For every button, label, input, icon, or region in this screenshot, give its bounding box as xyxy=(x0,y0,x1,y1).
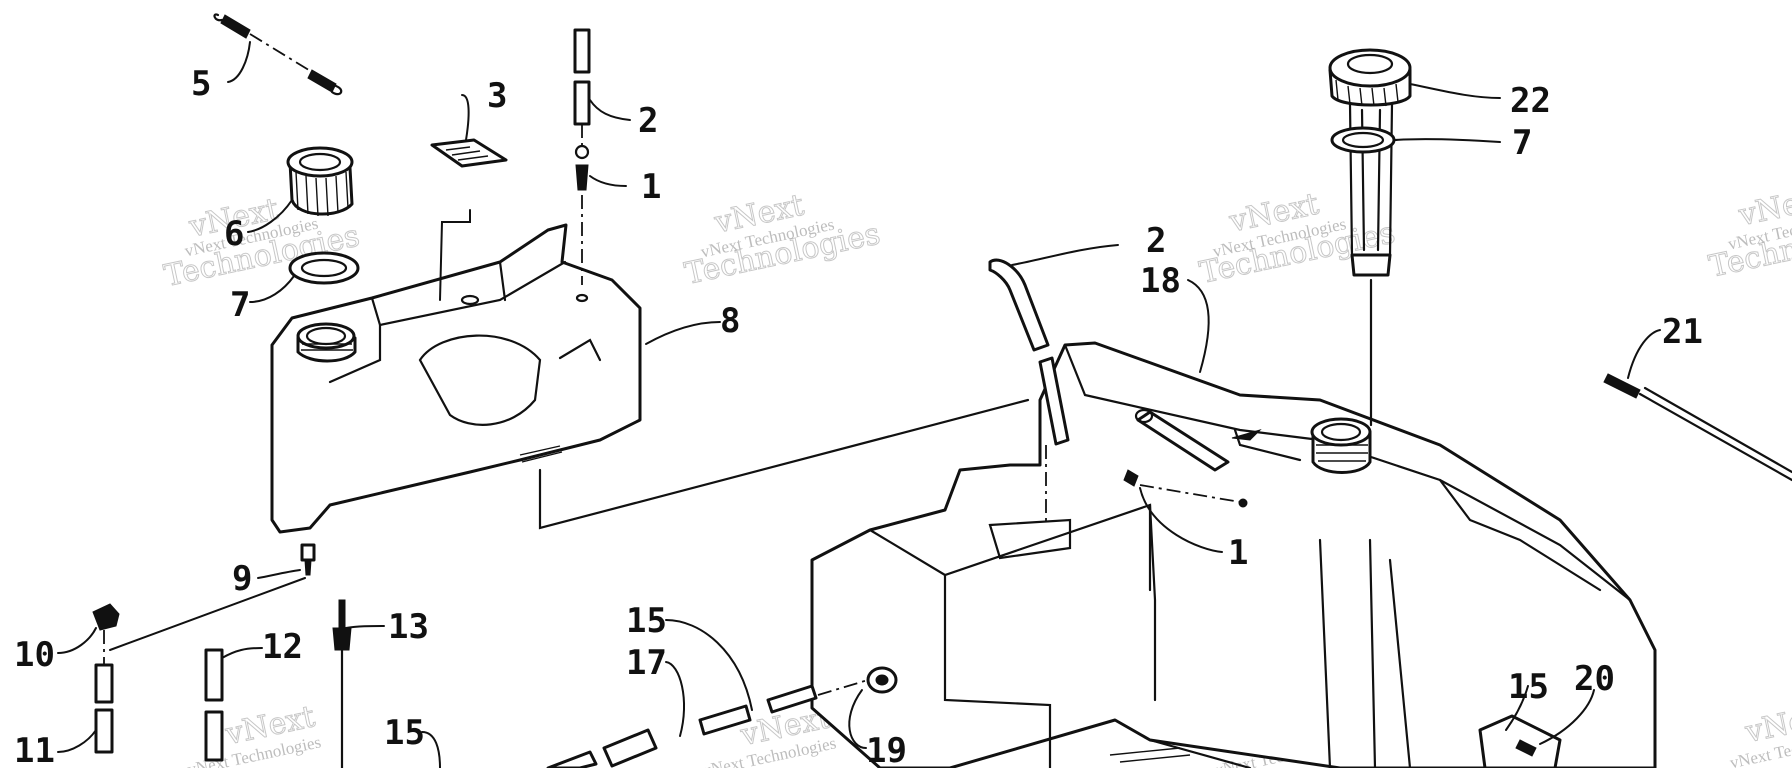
callout-15-right: 15 xyxy=(1508,667,1549,707)
hose-15-20-right xyxy=(1478,714,1562,768)
fuel-tank xyxy=(810,341,1657,768)
callout-22: 22 xyxy=(1510,81,1551,121)
callout-7-right: 7 xyxy=(1512,123,1532,163)
callout-11: 11 xyxy=(14,731,55,768)
line-9-to-10 xyxy=(109,577,306,651)
callout-12: 12 xyxy=(262,627,303,667)
clamp-13 xyxy=(332,599,352,768)
callout-1-right: 1 xyxy=(1228,533,1248,573)
oil-cap-6 xyxy=(286,146,354,217)
rod-5 xyxy=(213,13,343,96)
callout-21: 21 xyxy=(1662,312,1703,352)
callout-8: 8 xyxy=(720,301,740,341)
gasket-7-right xyxy=(1330,126,1396,154)
callout-10: 10 xyxy=(14,635,55,675)
callout-19: 19 xyxy=(866,731,907,768)
connector-line xyxy=(538,398,1030,530)
fitting-1-right xyxy=(1123,469,1248,508)
watermark-5: vNext vNext Technologies xyxy=(186,699,323,768)
rod-21 xyxy=(1603,373,1792,482)
fitting-10 xyxy=(92,603,120,665)
decal-3 xyxy=(430,138,508,168)
leader-lines xyxy=(57,41,1661,768)
hose-2-left xyxy=(573,28,591,285)
callout-17: 17 xyxy=(626,643,667,683)
callout-15-left: 15 xyxy=(384,713,425,753)
callout-3: 3 xyxy=(487,76,507,116)
watermark-4: vNext Technologies vNext Technologies xyxy=(1705,180,1792,285)
gasket-7-left xyxy=(288,251,360,285)
callout-13: 13 xyxy=(388,607,429,647)
watermark-8: vNext vNext Technologies xyxy=(1728,697,1792,768)
callout-2-left: 2 xyxy=(638,101,658,141)
callouts: 5 3 2 1 6 7 8 2 18 22 7 21 1 9 10 12 13 … xyxy=(14,64,1703,768)
callout-2-right: 2 xyxy=(1146,221,1166,261)
callout-6: 6 xyxy=(224,214,244,254)
callout-18: 18 xyxy=(1140,261,1181,301)
callout-9: 9 xyxy=(232,559,252,599)
callout-5: 5 xyxy=(191,64,211,104)
callout-20: 20 xyxy=(1574,659,1615,699)
callout-7-left: 7 xyxy=(230,285,250,325)
fuel-line-parts xyxy=(546,679,869,768)
fuel-gauge-22 xyxy=(1328,48,1412,427)
oil-tank xyxy=(270,223,642,576)
callout-15-mid: 15 xyxy=(626,601,667,641)
callout-1-left: 1 xyxy=(641,167,661,207)
hose-12 xyxy=(204,648,224,762)
watermark-2: vNext Technologies vNext Technologies xyxy=(681,187,883,292)
vent-hose-2-right xyxy=(988,258,1070,525)
hose-11 xyxy=(94,663,114,754)
